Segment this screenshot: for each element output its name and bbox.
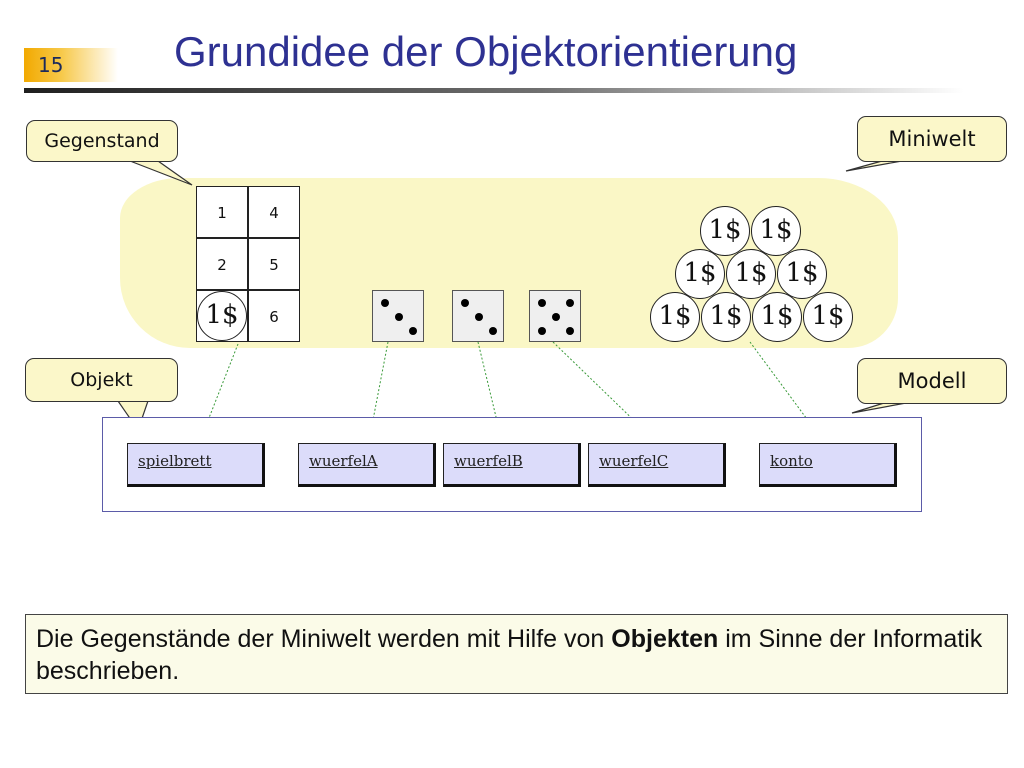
game-board: 1 4 2 5 6 1$ [196, 186, 300, 342]
slide-number: 15 [24, 48, 118, 82]
summary-textbox: Die Gegenstände der Miniwelt werden mit … [25, 614, 1008, 694]
summary-text-after: im Sinne der Informatik beschrieben. [36, 625, 983, 685]
callout-gegenstand: Gegenstand [26, 120, 178, 162]
die-3 [529, 290, 581, 342]
die-pip [489, 327, 497, 335]
die-pip [395, 313, 403, 321]
summary-text-before: Die Gegenstände der Miniwelt werden mit … [36, 625, 612, 653]
die-pip [461, 299, 469, 307]
callout-miniwelt-pointer [845, 160, 903, 172]
object-wuerfelc: wuerfelC [588, 443, 726, 487]
board-cell: 1 [196, 186, 248, 238]
die-1 [372, 290, 424, 342]
die-pip [538, 327, 546, 335]
board-coin: 1$ [197, 291, 247, 341]
coin: 1$ [777, 249, 827, 299]
coin: 1$ [752, 292, 802, 342]
coin: 1$ [726, 249, 776, 299]
die-pip [381, 299, 389, 307]
object-wuerfelb: wuerfelB [443, 443, 581, 487]
coin: 1$ [700, 206, 750, 256]
die-pip [475, 313, 483, 321]
coin: 1$ [701, 292, 751, 342]
connector-konto [749, 341, 819, 435]
board-cell: 2 [196, 238, 248, 290]
coin: 1$ [675, 249, 725, 299]
board-cell: 5 [248, 238, 300, 290]
summary-text-bold: Objekten [611, 625, 719, 653]
callout-modell: Modell [857, 358, 1007, 404]
coin: 1$ [751, 206, 801, 256]
coin: 1$ [650, 292, 700, 342]
coin: 1$ [803, 292, 853, 342]
object-spielbrett: spielbrett [127, 443, 265, 487]
callout-modell-pointer [851, 402, 907, 414]
board-cell: 6 [248, 290, 300, 342]
callout-objekt: Objekt [25, 358, 178, 402]
title-divider [24, 88, 964, 93]
die-2 [452, 290, 504, 342]
die-pip [552, 313, 560, 321]
board-cell: 4 [248, 186, 300, 238]
callout-miniwelt: Miniwelt [857, 116, 1007, 162]
callout-gegenstand-pointer [129, 160, 193, 186]
object-konto: konto [759, 443, 897, 487]
die-pip [538, 299, 546, 307]
die-pip [409, 327, 417, 335]
slide-title: Grundidee der Objektorientierung [174, 28, 798, 75]
die-pip [566, 327, 574, 335]
object-wuerfela: wuerfelA [298, 443, 436, 487]
die-pip [566, 299, 574, 307]
